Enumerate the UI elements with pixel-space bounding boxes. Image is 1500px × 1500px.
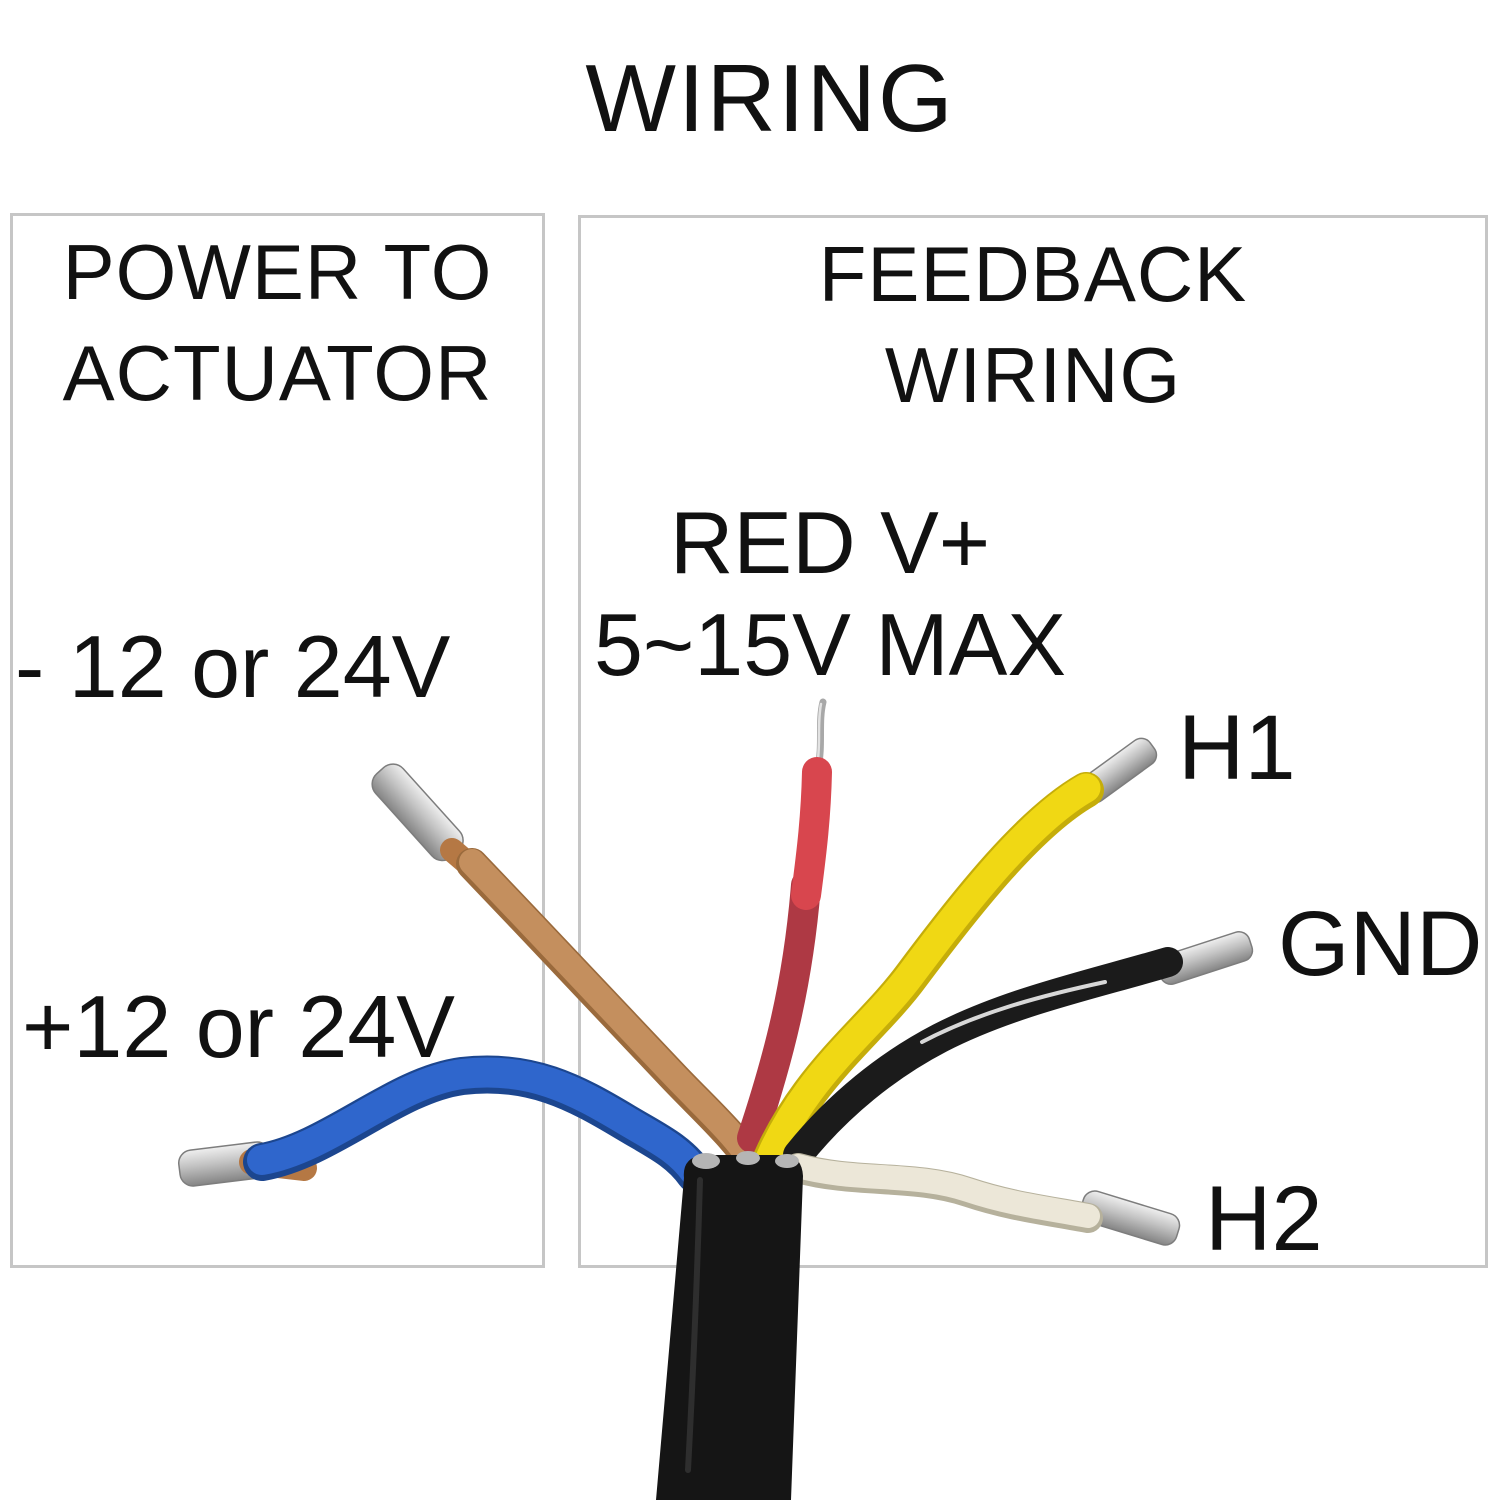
red-wire-voltage-label-line1: RED V+ <box>669 493 991 592</box>
cable-sheath-body <box>656 1155 803 1500</box>
left-panel-heading: POWER TO ACTUATOR <box>13 216 542 425</box>
cable-foil-shield-left <box>692 1153 720 1169</box>
red-wire <box>737 698 832 1153</box>
white-wire-insulation <box>786 1154 1100 1228</box>
gnd-label: GND <box>1278 893 1483 995</box>
yellow-wire <box>744 737 1158 1198</box>
left-panel-heading-line1: POWER TO <box>62 228 493 316</box>
red-wire-heatshrink <box>737 870 821 1153</box>
brown-wire <box>371 763 776 1192</box>
red-wire-voltage-label: RED V+ 5~15V MAX <box>580 492 1080 696</box>
right-panel-heading-line2: WIRING <box>884 331 1182 420</box>
yellow-wire-insulation <box>747 773 1101 1193</box>
cable-foil-shield-right <box>775 1154 799 1168</box>
cable-sheath-sheen <box>685 1177 703 1473</box>
white-wire <box>783 1153 1181 1246</box>
power-to-actuator-panel: POWER TO ACTUATOR <box>10 213 545 1268</box>
cable-sheath <box>656 1151 803 1500</box>
feedback-wiring-panel: FEEDBACK WIRING <box>578 215 1488 1268</box>
black-wire-highlight <box>920 980 1107 1044</box>
red-wire-insulation <box>791 757 832 910</box>
black-wire <box>783 931 1254 1170</box>
positive-supply-label: +12 or 24V <box>22 977 455 1076</box>
blue-wire <box>178 1055 714 1193</box>
page-title: WIRING <box>585 45 955 152</box>
left-panel-heading-line2: ACTUATOR <box>62 329 493 418</box>
cable-foil-shield-center <box>736 1151 760 1165</box>
blue-wire-insulation <box>247 1057 710 1187</box>
red-wire-voltage-label-line2: 5~15V MAX <box>593 595 1067 695</box>
h2-label: H2 <box>1205 1168 1323 1270</box>
brown-wire-insulation <box>459 849 773 1187</box>
negative-supply-label: - 12 or 24V <box>15 617 451 716</box>
right-panel-heading: FEEDBACK WIRING <box>581 218 1485 427</box>
right-panel-heading-line1: FEEDBACK <box>818 230 1248 318</box>
h1-label: H1 <box>1178 697 1296 799</box>
